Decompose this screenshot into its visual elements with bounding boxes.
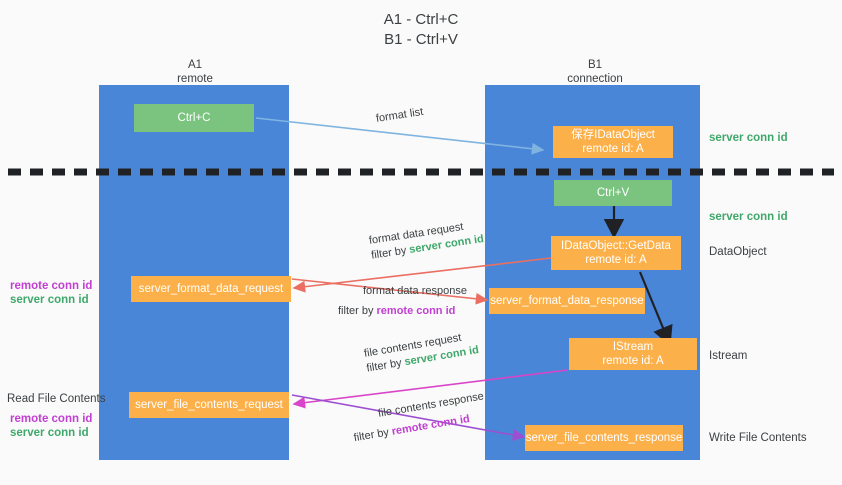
box-getdata-line2: remote id: A bbox=[585, 254, 647, 266]
box-idataobject-getdata[interactable]: IDataObject::GetData remote id: A bbox=[551, 236, 681, 270]
column-a1-name: A1 bbox=[187, 59, 203, 71]
box-istream-line1: IStream bbox=[612, 341, 654, 353]
arrow-file-contents-request bbox=[292, 369, 569, 409]
arrow-file-contents-response bbox=[291, 394, 526, 441]
box-ctrl-c[interactable]: Ctrl+C bbox=[134, 104, 254, 132]
edge-label-format-data-response-text: format data response bbox=[363, 285, 467, 297]
box-istream[interactable]: IStream remote id: A bbox=[569, 338, 697, 370]
box-ctrl-v-label: Ctrl+V bbox=[596, 187, 630, 199]
diagram-title: A1 - Ctrl+C B1 - Ctrl+V bbox=[0, 10, 842, 50]
label-right-dataobject: DataObject bbox=[709, 246, 767, 258]
label-left-read-file-contents: Read File Contents bbox=[7, 393, 106, 405]
arrow-format-data-response bbox=[291, 278, 489, 305]
label-left-server-conn-id-2: server conn id bbox=[10, 427, 89, 439]
box-server-format-data-response-label: server_format_data_response bbox=[490, 295, 644, 307]
column-a1-sub: remote bbox=[177, 73, 213, 85]
title-line-1: A1 - Ctrl+C bbox=[383, 11, 459, 28]
label-right-server-conn-id-2: server conn id bbox=[709, 211, 788, 223]
column-header-b1: B1 connection bbox=[520, 58, 670, 86]
label-right-write-file-contents: Write File Contents bbox=[709, 432, 807, 444]
column-header-a1: A1 remote bbox=[120, 58, 270, 86]
box-save-idataobject-line2: remote id: A bbox=[582, 143, 644, 155]
filter-key-remote-conn-id: remote conn id bbox=[376, 305, 456, 317]
box-ctrl-c-label: Ctrl+C bbox=[177, 112, 211, 124]
label-left-remote-conn-id-1: remote conn id bbox=[10, 280, 93, 292]
box-server-format-data-request[interactable]: server_format_data_request bbox=[131, 276, 291, 302]
arrow-getdata-to-istream bbox=[638, 271, 673, 347]
label-right-istream: Istream bbox=[709, 350, 748, 362]
edge-label-format-data-response-filter: filter by remote conn id bbox=[338, 304, 467, 319]
box-ctrl-v[interactable]: Ctrl+V bbox=[554, 180, 672, 206]
box-server-format-data-response[interactable]: server_format_data_response bbox=[489, 288, 645, 314]
edge-label-format-data-response: format data response filter by remote co… bbox=[338, 284, 467, 319]
label-left-remote-conn-id-2: remote conn id bbox=[10, 413, 93, 425]
box-server-file-contents-response[interactable]: server_file_contents_response bbox=[525, 425, 683, 451]
arrow-format-data-request bbox=[292, 257, 552, 293]
arrow-format-list bbox=[255, 117, 545, 155]
filter-prefix: filter by bbox=[338, 305, 377, 317]
column-b1-name: B1 bbox=[587, 59, 603, 71]
box-server-file-contents-response-label: server_file_contents_response bbox=[525, 432, 683, 444]
label-right-server-conn-id-1: server conn id bbox=[709, 132, 788, 144]
box-server-file-contents-request[interactable]: server_file_contents_request bbox=[129, 392, 289, 418]
title-line-2: B1 - Ctrl+V bbox=[384, 31, 458, 48]
box-server-file-contents-request-label: server_file_contents_request bbox=[135, 399, 283, 411]
box-getdata-line1: IDataObject::GetData bbox=[561, 240, 671, 252]
box-server-format-data-request-label: server_format_data_request bbox=[138, 283, 284, 295]
box-istream-line2: remote id: A bbox=[602, 355, 664, 367]
label-left-server-conn-id-1: server conn id bbox=[10, 294, 89, 306]
box-save-idataobject-line1: 保存IDataObject bbox=[571, 129, 655, 141]
box-save-idataobject[interactable]: 保存IDataObject remote id: A bbox=[553, 126, 673, 158]
column-b1-sub: connection bbox=[567, 73, 623, 85]
